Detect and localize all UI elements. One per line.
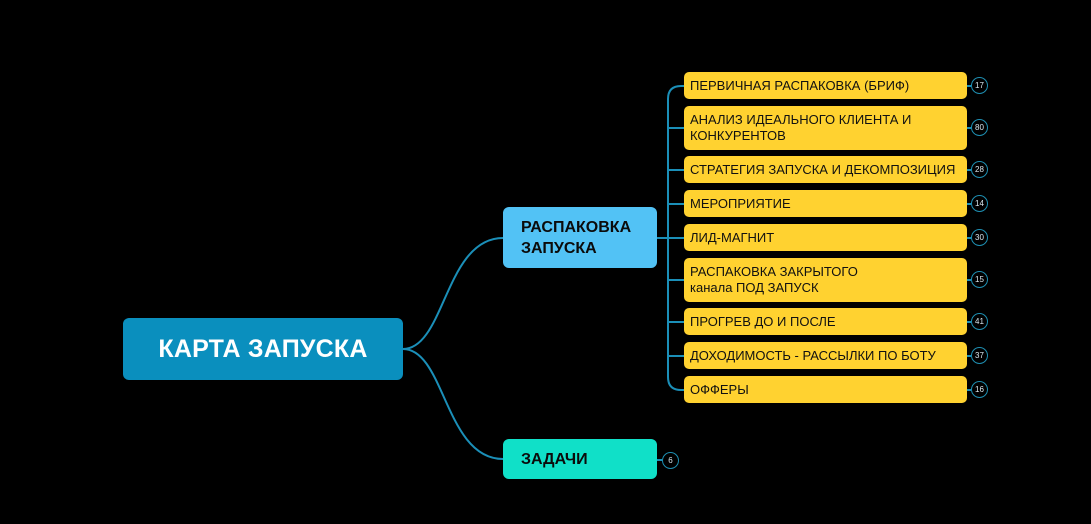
count-badge-value: 17 <box>975 81 984 90</box>
leaf-node[interactable]: ПЕРВИЧНАЯ РАСПАКОВКА (БРИФ) <box>684 72 967 99</box>
count-badge[interactable]: 17 <box>971 77 988 94</box>
leaf-node[interactable]: ДОХОДИМОСТЬ - РАССЫЛКИ ПО БОТУ <box>684 342 967 369</box>
branch-node-tasks[interactable]: ЗАДАЧИ <box>503 439 657 479</box>
count-badge-value: 15 <box>975 275 984 284</box>
leaf-node-label: ЛИД-МАГНИТ <box>690 229 775 245</box>
leaf-node-label: ДОХОДИМОСТЬ - РАССЫЛКИ ПО БОТУ <box>690 347 936 363</box>
leaf-node-label: ПЕРВИЧНАЯ РАСПАКОВКА (БРИФ) <box>690 77 910 93</box>
connector-root-tasks <box>402 348 504 460</box>
count-badge[interactable]: 14 <box>971 195 988 212</box>
root-node-label: КАРТА ЗАПУСКА <box>158 334 368 363</box>
leaf-node[interactable]: РАСПАКОВКА ЗАКРЫТОГО канала ПОД ЗАПУСК <box>684 258 967 302</box>
leaf-node[interactable]: АНАЛИЗ ИДЕАЛЬНОГО КЛИЕНТА И КОНКУРЕНТОВ <box>684 106 967 150</box>
connector-root-unpack <box>402 237 504 350</box>
leaf-node-label: РАСПАКОВКА ЗАКРЫТОГО канала ПОД ЗАПУСК <box>690 264 858 295</box>
leaf-node[interactable]: МЕРОПРИЯТИЕ <box>684 190 967 217</box>
count-badge[interactable]: 15 <box>971 271 988 288</box>
count-badge[interactable]: 41 <box>971 313 988 330</box>
count-badge-value: 80 <box>975 123 984 132</box>
leaf-node[interactable]: СТРАТЕГИЯ ЗАПУСКА И ДЕКОМПОЗИЦИЯ <box>684 156 967 183</box>
count-badge[interactable]: 30 <box>971 229 988 246</box>
leaf-node-label: МЕРОПРИЯТИЕ <box>690 195 791 211</box>
count-badge-value: 16 <box>975 385 984 394</box>
count-badge[interactable]: 80 <box>971 119 988 136</box>
leaf-node-label: ПРОГРЕВ ДО И ПОСЛЕ <box>690 313 836 329</box>
branch-node-unpack[interactable]: РАСПАКОВКА ЗАПУСКА <box>503 207 657 268</box>
count-badge[interactable]: 28 <box>971 161 988 178</box>
count-badge-value: 6 <box>668 456 673 465</box>
branch-node-label: ЗАДАЧИ <box>521 450 588 468</box>
leaf-node-label: АНАЛИЗ ИДЕАЛЬНОГО КЛИЕНТА И КОНКУРЕНТОВ <box>690 112 912 143</box>
leaf-node[interactable]: ЛИД-МАГНИТ <box>684 224 967 251</box>
count-badge-value: 41 <box>975 317 984 326</box>
leaf-node[interactable]: ПРОГРЕВ ДО И ПОСЛЕ <box>684 308 967 335</box>
count-badge-value: 37 <box>975 351 984 360</box>
connector-leaf-bottom <box>667 376 684 391</box>
count-badge-tasks[interactable]: 6 <box>662 452 679 469</box>
count-badge-value: 28 <box>975 165 984 174</box>
count-badge[interactable]: 16 <box>971 381 988 398</box>
root-node[interactable]: КАРТА ЗАПУСКА <box>123 318 403 380</box>
branch-node-label: РАСПАКОВКА ЗАПУСКА <box>521 218 632 257</box>
leaf-node-label: ОФФЕРЫ <box>690 381 749 397</box>
count-badge[interactable]: 37 <box>971 347 988 364</box>
leaf-node[interactable]: ОФФЕРЫ <box>684 376 967 403</box>
leaf-node-label: СТРАТЕГИЯ ЗАПУСКА И ДЕКОМПОЗИЦИЯ <box>690 161 956 177</box>
connector-leaf-top <box>667 85 684 100</box>
count-badge-value: 30 <box>975 233 984 242</box>
count-badge-value: 14 <box>975 199 984 208</box>
